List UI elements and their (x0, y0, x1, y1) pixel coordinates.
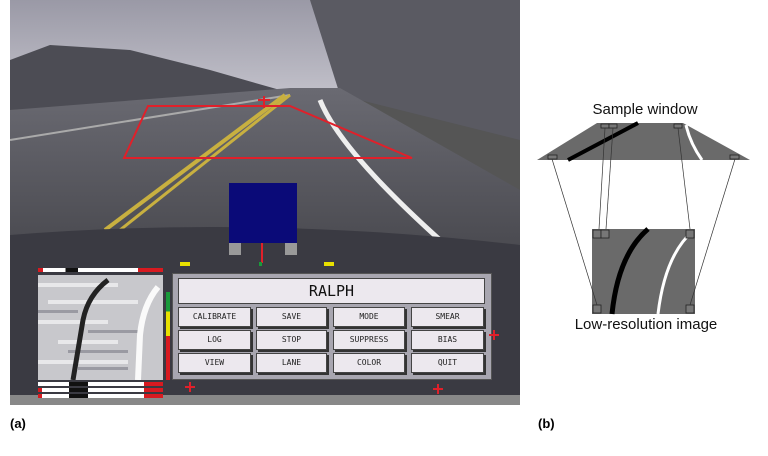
panel-a-label: (a) (10, 416, 26, 431)
smear-button[interactable]: SMEAR (411, 307, 484, 327)
low-resolution-caption: Low-resolution image (574, 316, 718, 333)
sample-window-trapezoid (122, 105, 413, 159)
blue-box (229, 183, 297, 243)
color-button[interactable]: COLOR (333, 353, 405, 373)
control-panel: RALPH CALIBRATE SAVE MODE SMEAR LOG STOP… (172, 273, 492, 380)
status-bar-3 (38, 394, 163, 398)
sample-window-caption: Sample window (592, 101, 698, 118)
save-button[interactable]: SAVE (256, 307, 327, 327)
sample-window-shape (537, 123, 750, 160)
mapping-arrows (551, 127, 736, 306)
stop-button[interactable]: STOP (256, 330, 327, 350)
calibrate-button[interactable]: CALIBRATE (178, 307, 251, 327)
status-bar-2 (38, 388, 163, 392)
hillside (310, 0, 520, 140)
mode-button[interactable]: MODE (333, 307, 405, 327)
low-res-image-shape (592, 229, 695, 314)
status-bar-top (38, 268, 163, 272)
bias-button[interactable]: BIAS (411, 330, 484, 350)
lane-button[interactable]: LANE (256, 353, 327, 373)
low-resolution-image (38, 275, 163, 380)
status-bar-1 (38, 382, 163, 386)
ralph-screenshot: RALPH CALIBRATE SAVE MODE SMEAR LOG STOP… (10, 0, 520, 405)
panel-b-label: (b) (538, 416, 555, 431)
quit-button[interactable]: QUIT (411, 353, 484, 373)
confidence-meter (166, 292, 170, 380)
sampling-diagram (537, 121, 750, 315)
suppress-button[interactable]: SUPPRESS (333, 330, 405, 350)
view-button[interactable]: VIEW (178, 353, 251, 373)
app-title: RALPH (178, 278, 485, 304)
log-button[interactable]: LOG (178, 330, 251, 350)
houses-trees (10, 45, 280, 110)
